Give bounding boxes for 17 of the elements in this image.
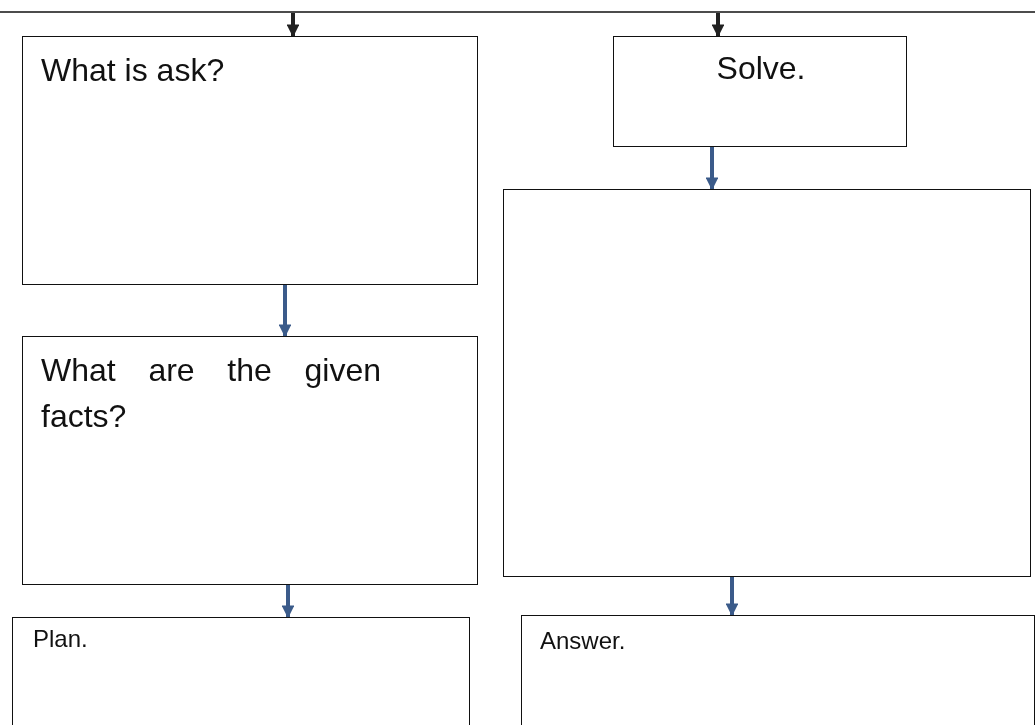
question-box xyxy=(521,615,1035,725)
box-heading: Plan. xyxy=(33,624,89,654)
box-heading: What are the given facts? xyxy=(41,351,381,437)
question-box xyxy=(12,617,470,725)
arrow xyxy=(711,13,725,38)
question-box xyxy=(22,36,478,285)
empty-box xyxy=(503,189,1031,577)
arrow xyxy=(725,577,739,617)
question-box xyxy=(613,36,907,147)
box-heading: Solve. xyxy=(715,49,807,88)
arrow xyxy=(286,13,300,38)
arrow xyxy=(281,585,295,619)
arrow xyxy=(705,147,719,191)
box-heading: Answer. xyxy=(540,626,627,656)
arrow xyxy=(278,285,292,338)
question-box xyxy=(22,336,478,585)
box-heading: What is ask? xyxy=(41,51,226,90)
